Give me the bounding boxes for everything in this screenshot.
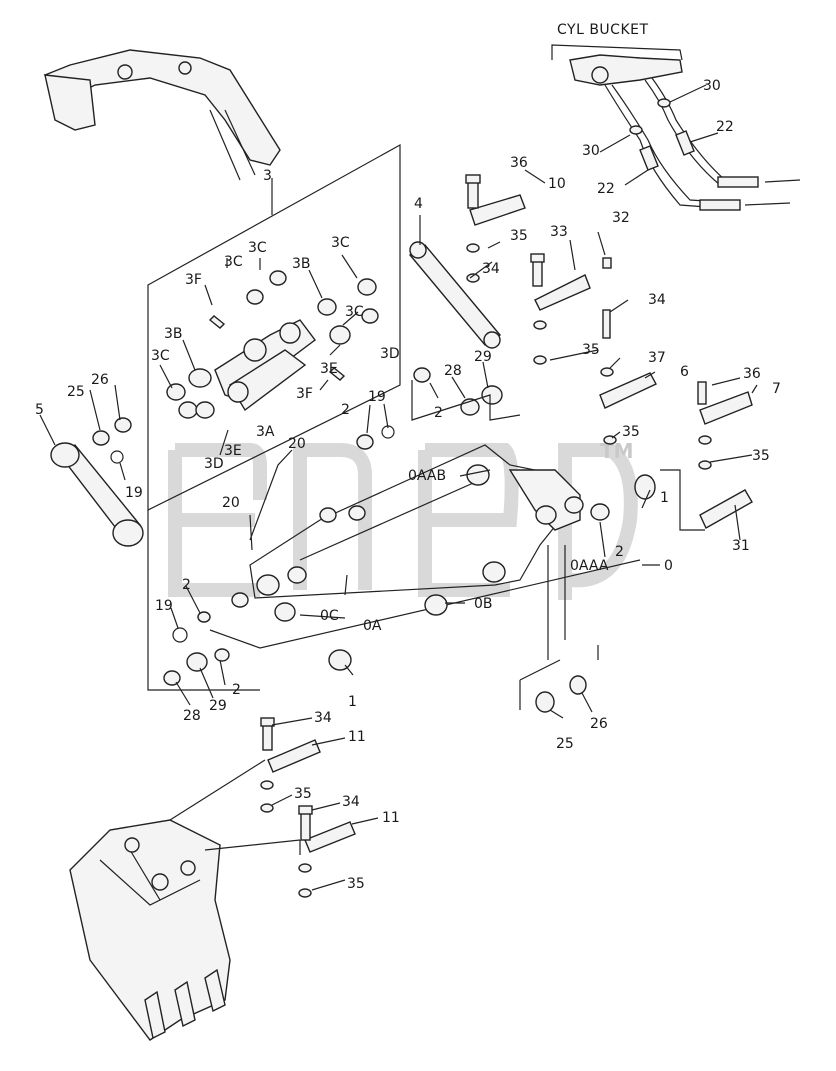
part-label: 2 [434, 405, 443, 421]
part-label: 35 [622, 424, 640, 440]
part-label: 4 [414, 196, 423, 212]
part-label: 2 [615, 544, 624, 560]
part-label: 3E [320, 361, 338, 377]
diagram-title: CYL BUCKET [557, 22, 649, 38]
part-label: 22 [716, 119, 734, 135]
link-part-4 [408, 241, 502, 349]
part-label: 6 [680, 364, 689, 380]
part-label: 30 [582, 143, 600, 159]
part-label: 2 [182, 577, 191, 593]
part-label: 34 [314, 710, 332, 726]
part-label: 3F [296, 386, 313, 402]
part-label: 10 [548, 176, 566, 192]
part-label: 29 [474, 349, 492, 365]
part-label: 0AAB [408, 468, 446, 484]
part-label: 1 [348, 694, 357, 710]
watermark-logo: TM [168, 439, 638, 600]
part-label: 25 [556, 736, 574, 752]
arm-body [147, 444, 641, 691]
pins-and-bolts [356, 174, 753, 531]
bucket-cylinder-hoses [551, 44, 801, 211]
part-label: 33 [550, 224, 568, 240]
part-label: 3F [185, 272, 202, 288]
part-label: 28 [444, 363, 462, 379]
part-label: 3C [224, 254, 243, 270]
part-label: 37 [648, 350, 666, 366]
part-label: 26 [590, 716, 608, 732]
link-assembly [92, 270, 379, 464]
part-label: 3E [224, 443, 242, 459]
part-label: 2 [341, 402, 350, 418]
part-label: 35 [752, 448, 770, 464]
part-label: 19 [155, 598, 173, 614]
part-label: 7 [772, 381, 781, 397]
part-label: 3C [345, 304, 364, 320]
part-label: 32 [612, 210, 630, 226]
part-label: 34 [342, 794, 360, 810]
part-label: 34 [482, 261, 500, 277]
part-label: 1 [660, 490, 669, 506]
part-label: 3B [164, 326, 183, 342]
link-frame [147, 143, 401, 511]
part-label: 35 [582, 342, 600, 358]
part-label: 11 [382, 810, 400, 826]
part-label: 22 [597, 181, 615, 197]
part-label: 35 [294, 786, 312, 802]
link-part-5 [50, 442, 144, 547]
part-label: 26 [91, 372, 109, 388]
part-label: 20 [288, 436, 306, 452]
part-label: 34 [648, 292, 666, 308]
part-labels: 3 3F 3C 3C 3C 3B 3B 3C 3D 3E 3A 3E 3F 3D… [35, 78, 781, 892]
part-label: 5 [35, 402, 44, 418]
boom-arm-illustration [43, 49, 281, 181]
part-label: 36 [743, 366, 761, 382]
part-label: 19 [368, 389, 386, 405]
part-label: 28 [183, 708, 201, 724]
part-label: 3A [256, 424, 275, 440]
part-label: 29 [209, 698, 227, 714]
part-label: 30 [703, 78, 721, 94]
part-label: 36 [510, 155, 528, 171]
part-label: 3D [380, 346, 400, 362]
part-label: 2 [232, 682, 241, 698]
part-label: 35 [510, 228, 528, 244]
part-label: 3C [151, 348, 170, 364]
leader-lines [39, 84, 758, 891]
part-label: 0C [320, 608, 339, 624]
part-label: 3C [331, 235, 350, 251]
part-label: 0AAA [570, 558, 609, 574]
part-label: 0B [474, 596, 493, 612]
part-label: 11 [348, 729, 366, 745]
part-label: 20 [222, 495, 240, 511]
part-label: 19 [125, 485, 143, 501]
bucket-illustration [69, 717, 356, 1041]
part-label: 3B [292, 256, 311, 272]
part-label: 3C [248, 240, 267, 256]
part-label: 0 [664, 558, 673, 574]
part-label: 3 [263, 168, 272, 184]
part-label: 3D [204, 456, 224, 472]
part-label: 25 [67, 384, 85, 400]
part-label: 35 [347, 876, 365, 892]
part-label: 0A [363, 618, 382, 634]
part-label: 31 [732, 538, 750, 554]
